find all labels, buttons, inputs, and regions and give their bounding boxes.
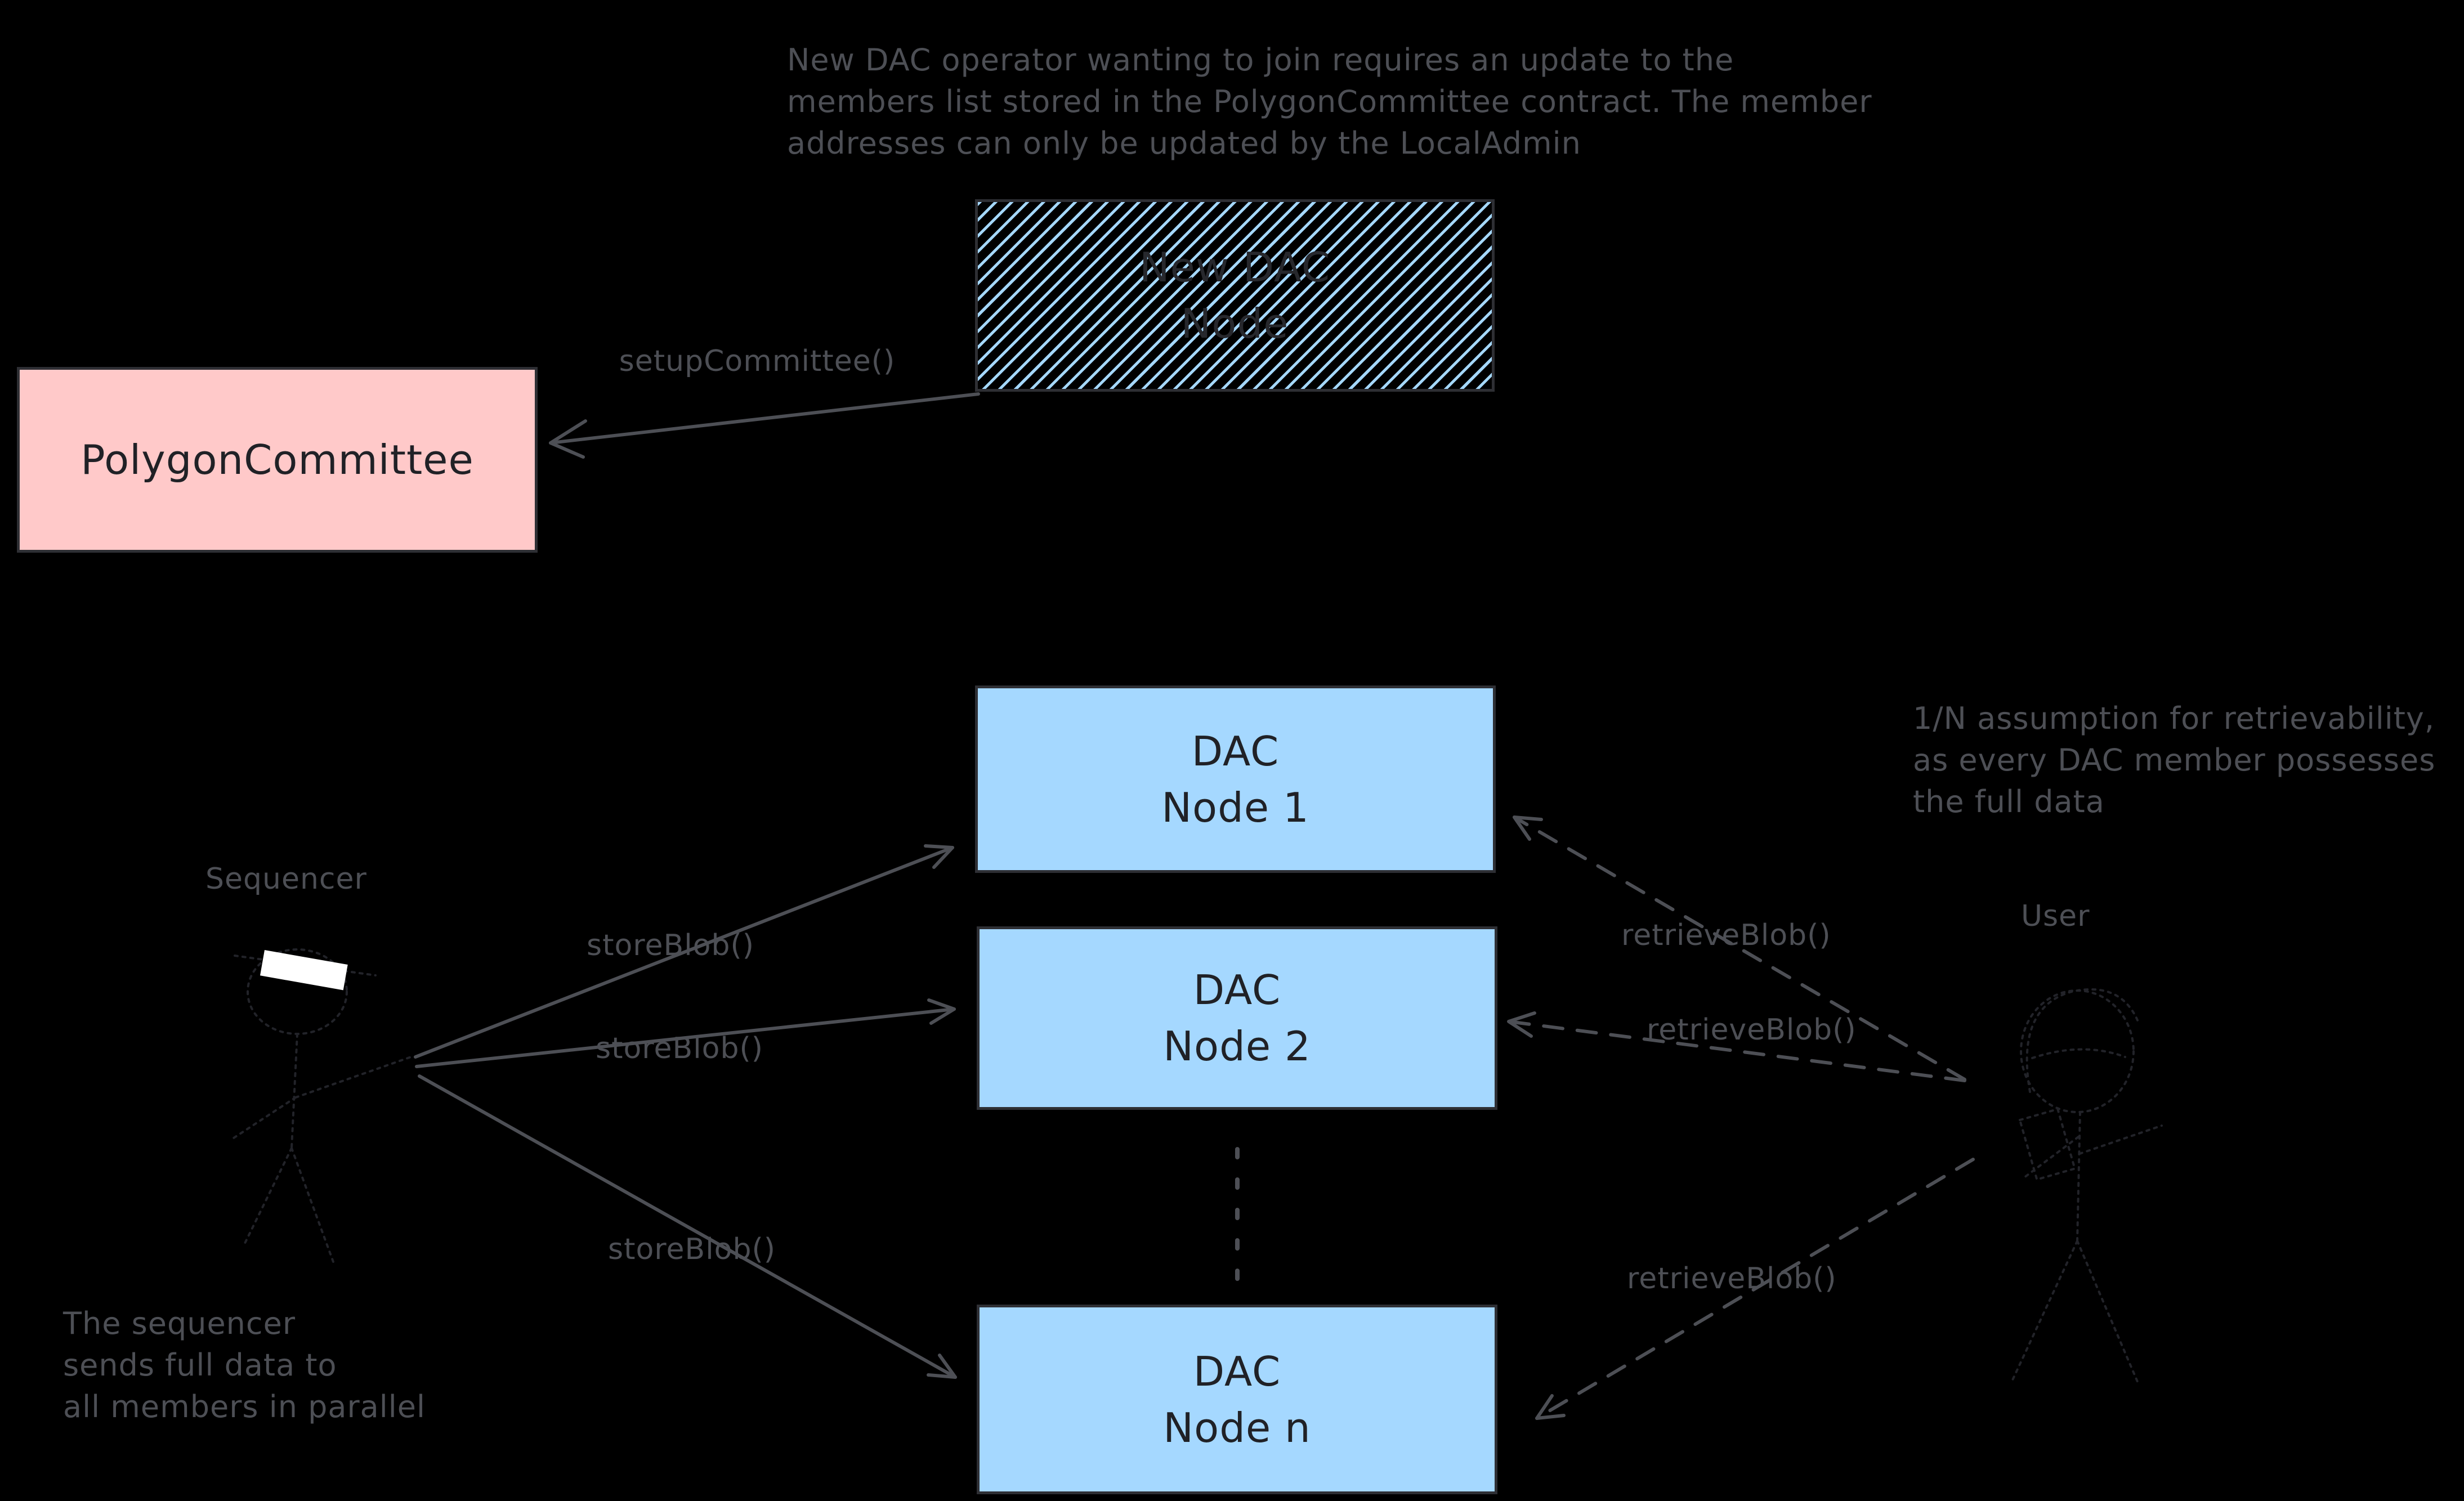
dac-node-n-box: DAC Node n [977, 1305, 1497, 1494]
store-blob-arrow-node-n [418, 1074, 957, 1379]
dac-node-2-box: DAC Node 2 [977, 926, 1497, 1110]
user-device-icon [2018, 1108, 2077, 1181]
dac-node-2-label: DAC [1193, 966, 1281, 1014]
user-stick-figure [2011, 988, 2163, 1387]
store-blob-label-node2: storeBlob() [596, 1032, 764, 1065]
new-dac-node-box: New DAC Node [975, 199, 1495, 392]
top-note: New DAC operator wanting to join require… [787, 39, 1872, 164]
retrievability-note-line: the full data [1913, 784, 2105, 819]
dac-node-n-label: DAC [1193, 1347, 1281, 1395]
setup-committee-arrow-label: setupCommittee() [619, 344, 896, 378]
retrieve-blob-label-node1: retrieveBlob() [1621, 918, 1831, 952]
retrievability-note: 1/N assumption for retrievability, as ev… [1913, 698, 2435, 823]
dac-node-2-label: Node 2 [1163, 1023, 1311, 1070]
dac-node-1-box: DAC Node 1 [975, 685, 1496, 873]
sequencer-label: Sequencer [205, 862, 367, 896]
retrieve-blob-label-node-n: retrieveBlob() [1627, 1262, 1837, 1296]
new-dac-node-label: Node [1180, 300, 1289, 347]
dac-node-1-label: DAC [1191, 727, 1280, 775]
retrievability-note-line: 1/N assumption for retrievability, [1913, 701, 2435, 736]
retrieve-blob-label-node2: retrieveBlob() [1647, 1013, 1857, 1047]
user-label: User [2021, 899, 2090, 933]
setup-committee-arrow [549, 392, 980, 459]
top-note-line: New DAC operator wanting to join require… [787, 42, 1734, 78]
polygon-committee-box: PolygonCommittee [17, 367, 538, 553]
sequencer-hat-icon [260, 950, 348, 991]
retrievability-note-line: as every DAC member possesses [1913, 742, 2436, 778]
dac-node-n-label: Node n [1163, 1404, 1311, 1451]
sequencer-note: The sequencer sends full data to all mem… [63, 1303, 426, 1428]
new-dac-node-label: New DAC [1139, 244, 1331, 291]
sequencer-note-line: sends full data to [63, 1347, 337, 1383]
sequencer-note-line: The sequencer [63, 1306, 296, 1341]
polygon-committee-label: PolygonCommittee [81, 436, 474, 483]
store-blob-label-node1: storeBlob() [587, 929, 755, 962]
store-blob-label-node-n: storeBlob() [608, 1233, 776, 1266]
top-note-line: members list stored in the PolygonCommit… [787, 84, 1872, 119]
sequencer-note-line: all members in parallel [63, 1389, 426, 1424]
top-note-line: addresses can only be updated by the Loc… [787, 126, 1581, 161]
dac-node-1-label: Node 1 [1161, 783, 1309, 831]
sequencer-stick-figure [232, 948, 412, 1263]
